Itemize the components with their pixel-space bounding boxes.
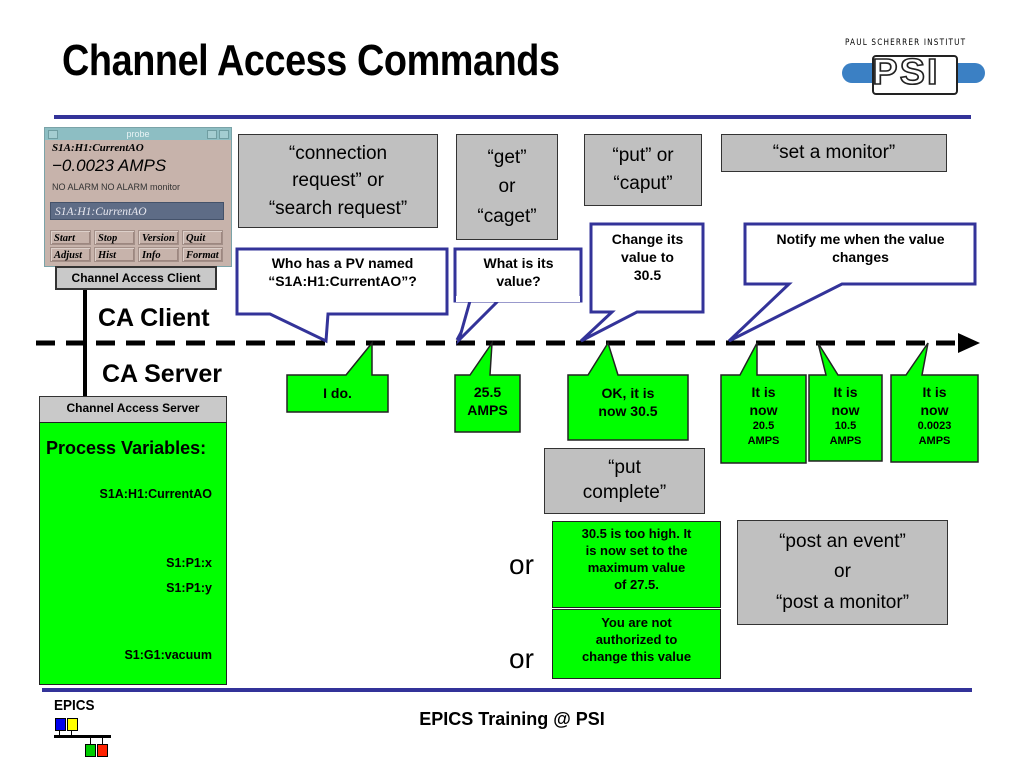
client-label-box: Channel Access Client: [55, 266, 217, 290]
connection-request-box: “connection request” or “search request”: [238, 134, 438, 228]
psi-logo-letters: PSI: [872, 50, 940, 93]
network-arrow-icon: [958, 333, 980, 353]
stop-button[interactable]: Stop: [94, 230, 135, 245]
version-button[interactable]: Version: [138, 230, 179, 245]
maximize-icon[interactable]: [219, 130, 229, 139]
put-unauthorized-reply: You are not authorized to change this va…: [552, 609, 721, 679]
get-command-box: “get” or “caget”: [456, 134, 558, 240]
put-too-high-reply: 30.5 is too high. It is now set to the m…: [552, 521, 721, 608]
epics-logo-text: EPICS: [54, 697, 95, 714]
or-label: or: [509, 549, 534, 580]
monitor-update-1-shape: [720, 342, 807, 464]
search-reply-text: I do.: [323, 385, 352, 401]
quit-button[interactable]: Quit: [182, 230, 223, 245]
set-monitor-box: “set a monitor”: [721, 134, 947, 172]
server-label-box: Channel Access Server: [39, 396, 227, 423]
post-event-box: “post an event” or “post a monitor”: [737, 520, 948, 625]
info-button[interactable]: Info: [138, 247, 179, 262]
put-complete-box: “put complete”: [544, 448, 705, 514]
start-button[interactable]: Start: [50, 230, 91, 245]
monitor-callout-shape: [727, 222, 977, 343]
header-rule: [54, 115, 971, 119]
window-menu-icon[interactable]: [48, 130, 58, 139]
monitor-update-value: 10.5 AMPS: [829, 420, 862, 448]
monitor-update-head: It is now: [920, 384, 949, 419]
put-command-box: “put” or “caput”: [584, 134, 702, 206]
monitor-update-head: It is now: [831, 384, 860, 419]
get-reply-shape: [454, 340, 521, 433]
put-callout-text: Change its value to 30.5: [611, 231, 684, 284]
probe-value: −0.0023 AMPS: [52, 156, 167, 175]
search-callout-shape: [235, 247, 449, 344]
ca-client-label: CA Client: [98, 304, 210, 332]
slide-title: Channel Access Commands: [62, 36, 560, 85]
search-callout-text: Who has a PV named “S1A:H1:CurrentAO”?: [268, 255, 417, 290]
monitor-update-3-shape: [890, 342, 979, 463]
psi-institute-name: PAUL SCHERRER INSTITUT: [845, 38, 967, 48]
put-reply-shape: [567, 341, 689, 441]
get-callout-text: What is its value?: [483, 255, 554, 290]
search-reply-shape: [286, 340, 389, 413]
epics-logo-icon: [54, 718, 114, 760]
format-button[interactable]: Format: [182, 247, 223, 262]
pv-item: S1:P1:y: [166, 581, 212, 595]
hist-button[interactable]: Hist: [94, 247, 135, 262]
pv-heading: Process Variables:: [46, 438, 207, 458]
monitor-update-head: It is now: [749, 384, 778, 419]
ca-server-label: CA Server: [102, 360, 222, 388]
probe-pv-name: S1A:H1:CurrentAO: [52, 142, 144, 154]
put-reply-text: OK, it is now 30.5: [598, 385, 658, 420]
footer-text: EPICS Training @ PSI: [419, 709, 605, 729]
monitor-update-1: It is now 20.5 AMPS: [721, 383, 806, 449]
get-reply-text: 25.5 AMPS: [467, 384, 508, 418]
pv-item: S1:G1:vacuum: [124, 648, 212, 662]
monitor-update-value: 0.0023 AMPS: [917, 420, 952, 448]
monitor-update-2-shape: [808, 342, 883, 462]
or-label: or: [509, 643, 534, 674]
put-callout-shape: [579, 222, 705, 343]
footer-rule: [42, 688, 972, 692]
psi-logo-box: [872, 55, 958, 95]
probe-alarm-status: NO ALARM NO ALARM monitor: [52, 182, 181, 192]
probe-pv-input[interactable]: S1A:H1:CurrentAO: [50, 202, 224, 220]
pv-item: S1:P1:x: [166, 556, 212, 570]
monitor-callout-text: Notify me when the value changes: [776, 231, 945, 266]
probe-title: probe: [126, 129, 150, 139]
probe-titlebar[interactable]: probe: [45, 128, 231, 140]
pv-item: S1A:H1:CurrentAO: [99, 487, 212, 501]
probe-window[interactable]: probe S1A:H1:CurrentAO −0.0023 AMPS NO A…: [44, 127, 232, 267]
monitor-update-value: 20.5 AMPS: [747, 420, 780, 448]
monitor-update-3: It is now 0.0023 AMPS: [891, 383, 978, 449]
adjust-button[interactable]: Adjust: [50, 247, 91, 262]
server-panel: Process Variables: S1A:H1:CurrentAO S1:P…: [39, 422, 227, 685]
monitor-update-2: It is now 10.5 AMPS: [809, 383, 882, 449]
minimize-icon[interactable]: [207, 130, 217, 139]
